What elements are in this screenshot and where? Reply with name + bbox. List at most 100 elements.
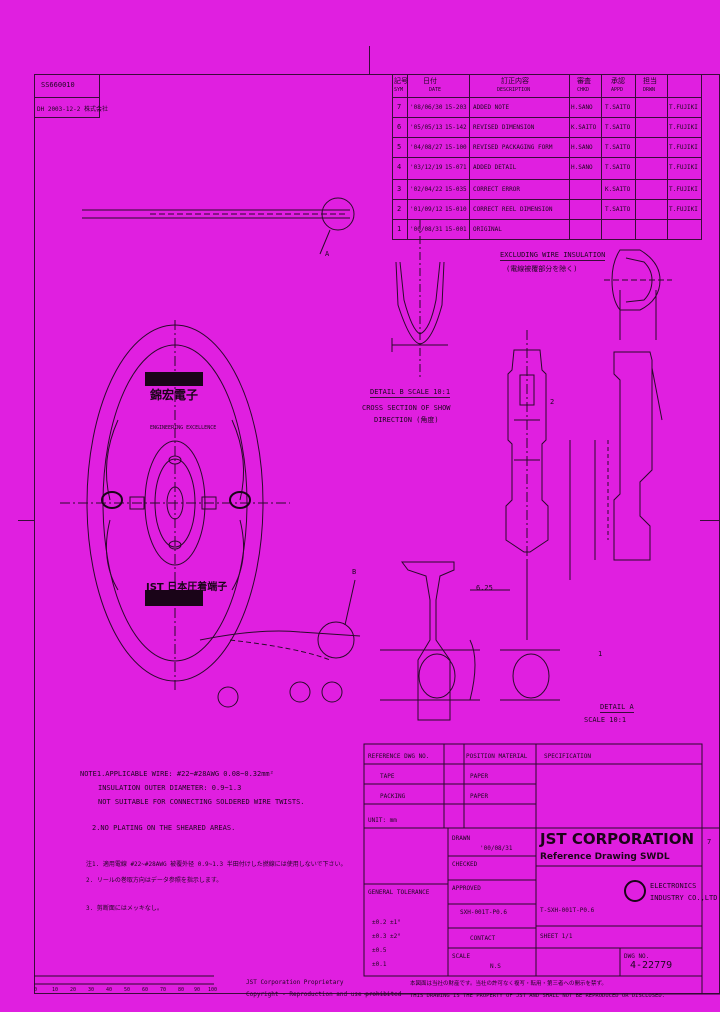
tb-date-drawn: '00/08/31	[480, 845, 513, 852]
rev-header-sub-desc: DESCRIPTION	[497, 87, 531, 93]
jst-logo-icon	[624, 880, 646, 902]
center-mark-right	[700, 520, 720, 521]
rev-header-sub-date: DATE	[429, 87, 442, 93]
company-logo-text: JST CORPORATION	[540, 830, 695, 848]
tb-scale-label: SCALE	[452, 953, 471, 960]
dim-6-25: 6.25	[476, 584, 493, 592]
reel-logo-right	[229, 491, 251, 509]
reel-brand-top: 錦宏電子	[150, 388, 199, 402]
detail-b-title: DETAIL B SCALE 10:1	[370, 388, 451, 398]
tb-row1-a: TAPE	[380, 773, 395, 780]
revision-row-4: 4 '03/12/19 15-071 ADDED DETAIL H.SANO T…	[393, 157, 701, 180]
ruler-tick: 50	[124, 987, 131, 993]
tb-h-reference: REFERENCE DWG NO.	[368, 753, 430, 760]
wire-insulation-jp: (電線被覆部分を除く)	[506, 265, 578, 273]
approval-stamp: SS660010 DH 2003-12-2 株式会社	[34, 74, 108, 118]
ruler-tick: 60	[142, 987, 149, 993]
ruler-tick: 0	[34, 987, 38, 993]
company-sub2: INDUSTRY CO.,LTD	[650, 894, 718, 902]
stamp-line-2: DH 2003-12-2 株式会社	[37, 106, 108, 113]
revision-row-7: 7 '08/06/30 15-203 ADDED NOTE H.SANO T.S…	[393, 97, 701, 118]
reel-brand-top-sub: ENGINEERING EXCELLENCE	[150, 425, 217, 431]
note-jp-1: 注1. 適用電線 #22~#28AWG 被覆外径 0.9~1.3 半田付けした撚…	[86, 861, 347, 868]
copyright-label: Copyright - Reproduction and use prohibi…	[246, 991, 402, 998]
marker-b: B	[352, 568, 357, 576]
ruler-tick: 40	[106, 987, 113, 993]
revision-row-1: 1 '00/08/31 15-001 ORIGINAL	[397, 225, 502, 233]
revision-table: 記号 日付 訂正内容 審査 承認 担当 SYM DATE DESCRIPTION…	[392, 74, 702, 240]
tb-h-specification: SPECIFICATION	[544, 753, 591, 760]
marker-a: A	[325, 250, 330, 258]
note-jp-3: 3. 剪断面にはメッキなし。	[86, 905, 163, 912]
wire-insulation-label: EXCLUDING WIRE INSULATION	[500, 251, 606, 261]
tb-tol-row-1: ±0.2 ±1°	[372, 919, 401, 926]
tb-row2-b: PAPER	[470, 793, 489, 800]
tb-part-no: SXH-001T-P0.6	[460, 909, 507, 916]
dim-1: 1	[598, 650, 603, 658]
rev-header-sym: 記号	[394, 77, 408, 85]
rev-header-desc: 訂正内容	[501, 77, 529, 85]
tb-tol-row-3: ±0.5	[372, 947, 387, 954]
company-sub: ELECTRONICS	[650, 882, 697, 890]
dim-2: 2	[550, 398, 555, 406]
tb-unit: UNIT: mm	[368, 817, 397, 824]
reel-brand-block-bottom	[145, 590, 203, 606]
tb-dwg-val: 4-22779	[630, 960, 673, 971]
revision-row-5: 5 '04/08/27 15-100 REVISED PACKAGING FOR…	[393, 137, 701, 158]
tb-sheet: SHEET 1/1	[540, 933, 573, 940]
center-mark-top	[369, 46, 370, 74]
footer-jp: 本図面は当社の財産です。当社の許可なく複写・転用・第三者への開示を禁ず。	[410, 981, 607, 987]
note-2: 2.NO PLATING ON THE SHEARED AREAS.	[92, 824, 236, 832]
tb-drawn-label: DRAWN	[452, 835, 471, 842]
ruler-tick: 20	[70, 987, 77, 993]
footer-en: THIS DRAWING IS THE PROPERTY OF JST AND …	[410, 993, 665, 999]
ruler-tick: 90	[194, 987, 201, 993]
note-1a: NOTE1.APPLICABLE WIRE: #22~#28AWG 0.08~0…	[80, 770, 274, 778]
tb-scale-val: N.S	[490, 963, 501, 970]
ruler-tick: 80	[178, 987, 185, 993]
tb-approved-label: APPROVED	[452, 885, 481, 892]
tb-rev-mark: 7	[707, 838, 712, 846]
detail-a-scale: SCALE 10:1	[584, 716, 627, 724]
stamp-line-1: SS660010	[41, 81, 75, 89]
proprietary-label: JST Corporation Proprietary	[246, 979, 344, 986]
tb-dwg-no: T-SXH-001T-P0.6	[540, 907, 595, 914]
detail-b-sub: CROSS SECTION OF SHOW	[362, 404, 451, 412]
rev-header-sub-drw: DRWN	[643, 87, 656, 93]
tb-checked-label: CHECKED	[452, 861, 478, 868]
revision-row-3: 3 '02/04/22 15-035 CORRECT ERROR K.SAITO…	[393, 179, 701, 200]
center-mark-left	[18, 520, 34, 521]
note-1c: NOT SUITABLE FOR CONNECTING SOLDERED WIR…	[98, 798, 305, 806]
note-jp-2: 2. リールの巻取方向はデータ参照を指示します。	[86, 877, 223, 884]
ruler-tick: 70	[160, 987, 167, 993]
tb-row2-a: PACKING	[380, 793, 406, 800]
detail-b-sub2: DIRECTION (角度)	[374, 416, 439, 424]
tb-tol-row-2: ±0.3 ±2°	[372, 933, 401, 940]
tb-tol-row-4: ±0.1	[372, 961, 387, 968]
tb-row1-b: PAPER	[470, 773, 489, 780]
ruler-tick: 30	[88, 987, 95, 993]
ruler-tick: 10	[52, 987, 59, 993]
revision-row-6: 6 '05/05/13 15-142 REVISED DIMENSION K.S…	[393, 117, 701, 138]
rev-header-drw: 担当	[643, 77, 657, 85]
revision-row-2: 2 '01/09/12 15-010 CORRECT REEL DIMENSIO…	[393, 199, 701, 220]
reel-brand-bottom: JST 日本圧着端子	[146, 582, 228, 593]
rev-header-sub-chk: CHKD	[577, 87, 590, 93]
scale-ruler: 0 10 20 30 40 50 60 70 80 90 100	[34, 986, 224, 998]
ruler-tick: 100	[208, 987, 218, 993]
tb-part-no2: CONTACT	[470, 935, 496, 942]
tb-dwg-label: DWG NO.	[624, 953, 650, 960]
company-name: Reference Drawing SWDL	[540, 852, 670, 862]
rev-header-sub-app: APPD	[611, 87, 624, 93]
note-1b: INSULATION OUTER DIAMETER: 0.9~1.3	[98, 784, 242, 792]
rev-header-date: 日付	[423, 77, 437, 85]
reel-brand-block-top	[145, 372, 203, 386]
detail-a-title: DETAIL A	[600, 703, 634, 713]
tb-h-position: POSITION MATERIAL	[466, 753, 528, 760]
rev-header-sub-sym: SYM	[394, 87, 404, 93]
rev-header-chk: 審査	[577, 77, 591, 85]
tb-tolerance-hdr: GENERAL TOLERANCE	[368, 889, 430, 896]
rev-header-app: 承認	[611, 77, 625, 85]
reel-logo-left	[101, 491, 123, 509]
